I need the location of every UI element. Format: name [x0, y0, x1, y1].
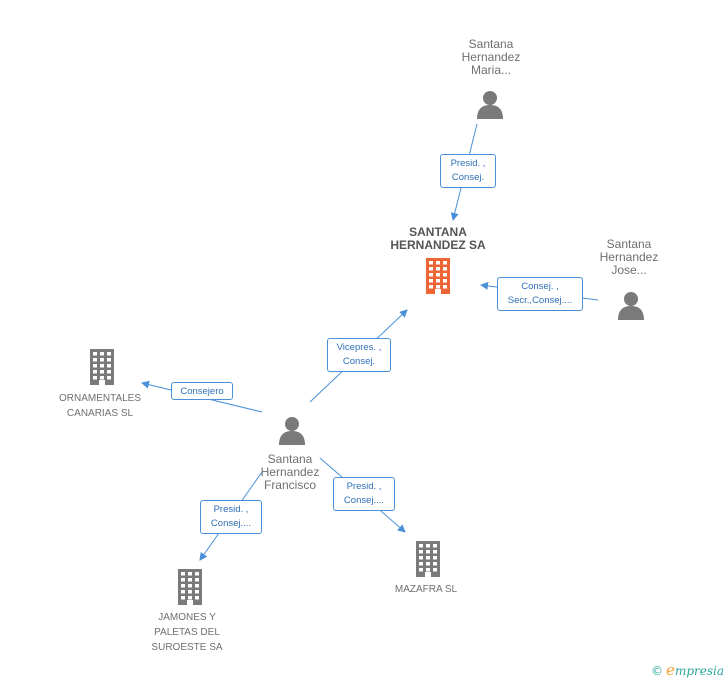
edge-label-francisco-mazafra[interactable]: Presid. , Consej.... [333, 477, 395, 511]
person-icon-maria[interactable] [475, 89, 505, 124]
building-icon-ornamentales[interactable] [87, 349, 117, 390]
node-label-francisco[interactable]: Santana Hernandez Francisco [260, 452, 320, 492]
brand-name: mpresia [674, 664, 724, 678]
edge-label-francisco-santana_hernandez_sa[interactable]: Vicepres. , Consej. [327, 338, 391, 372]
node-label-jose[interactable]: Santana Hernandez Jose... [599, 237, 659, 277]
edge-label-jose-santana_hernandez_sa[interactable]: Consej. , Secr.,Consej.... [497, 277, 583, 311]
building-icon-mazafra[interactable] [413, 541, 443, 582]
person-icon-jose[interactable] [616, 290, 646, 325]
copyright-symbol: © [651, 664, 664, 678]
edge-label-francisco-jamones[interactable]: Presid. , Consej.... [200, 500, 262, 534]
node-label-jamones[interactable]: JAMONES Y PALETAS DEL SUROESTE SA [151, 612, 223, 653]
empresia-logo: ©empresia [651, 661, 724, 679]
person-icon-francisco[interactable] [277, 415, 307, 450]
node-label-maria[interactable]: Santana Hernandez Maria... [461, 37, 521, 77]
brand-initial: e [666, 661, 675, 679]
node-label-ornamentales[interactable]: ORNAMENTALES CANARIAS SL [58, 393, 142, 419]
edge-label-francisco-ornamentales[interactable]: Consejero [171, 382, 233, 400]
building-icon-santana_hernandez_sa[interactable] [423, 258, 453, 299]
edge-label-maria-santana_hernandez_sa[interactable]: Presid. , Consej. [440, 154, 496, 188]
node-label-santana_hernandez_sa[interactable]: SANTANA HERNANDEZ SA [390, 225, 486, 252]
building-icon-jamones[interactable] [175, 569, 205, 610]
node-label-mazafra[interactable]: MAZAFRA SL [394, 584, 458, 595]
